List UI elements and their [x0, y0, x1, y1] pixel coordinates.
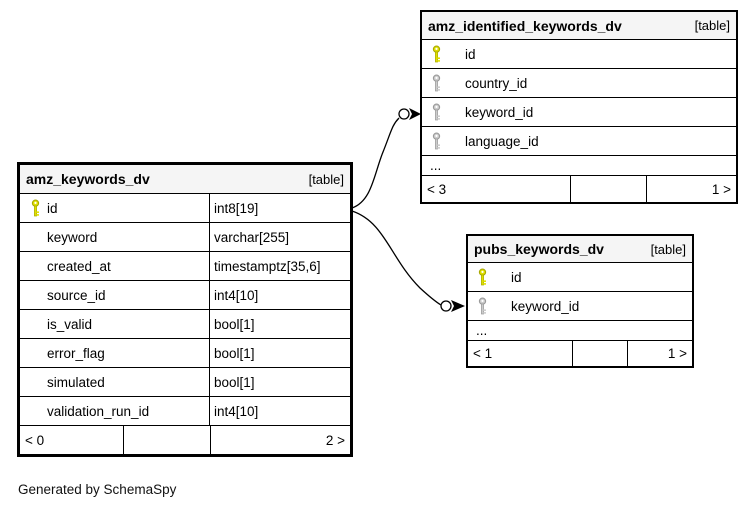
truncation-ellipsis: ...: [468, 321, 692, 341]
column-name: id: [511, 269, 522, 285]
generated-by-note: Generated by SchemaSpy: [18, 482, 177, 497]
column-name: id: [47, 200, 58, 216]
footer-parent-count: < 3: [427, 181, 447, 197]
footer-middle-cell: [572, 341, 627, 366]
fk-connector-pubs-keywords: [351, 210, 442, 306]
primary-key-icon: [31, 199, 40, 217]
column-type: int4[10]: [214, 403, 259, 419]
column-type: int8[19]: [214, 200, 259, 216]
column-row-is_valid: is_valid bool[1]: [20, 310, 350, 339]
table-title[interactable]: amz_identified_keywords_dv: [428, 17, 622, 34]
column-row-language_id: language_id: [422, 127, 736, 156]
column-name: simulated: [47, 374, 105, 390]
column-name: validation_run_id: [47, 403, 150, 419]
column-name: keyword_id: [465, 104, 534, 120]
column-row-source_id: source_id int4[10]: [20, 281, 350, 310]
column-type: bool[1]: [214, 345, 255, 361]
table-header-amz_keywords_dv[interactable]: amz_keywords_dv [table]: [20, 165, 350, 194]
table-badge: [table]: [694, 18, 730, 33]
column-name: language_id: [465, 133, 539, 149]
column-name: keyword: [47, 229, 98, 245]
table-title[interactable]: pubs_keywords_dv: [474, 241, 604, 257]
table-footer: < 0 2 >: [20, 426, 350, 454]
footer-child-count: 2 >: [210, 426, 350, 454]
table-badge: [table]: [650, 241, 686, 257]
column-row-id: id: [468, 263, 692, 292]
footer-parent-count: < 0: [25, 432, 45, 448]
column-row-id: id: [422, 40, 736, 69]
column-row-simulated: simulated bool[1]: [20, 368, 350, 397]
table-badge: [table]: [308, 171, 344, 187]
foreign-key-icon: [432, 132, 441, 150]
fk-endpoint-circle-amz-identified-keywords: [398, 108, 410, 120]
column-row-keyword: keyword varchar[255]: [20, 223, 350, 252]
foreign-key-icon: [478, 297, 487, 315]
column-row-error_flag: error_flag bool[1]: [20, 339, 350, 368]
column-name: error_flag: [47, 345, 105, 361]
primary-key-icon: [478, 268, 487, 286]
table-header-pubs_keywords_dv[interactable]: pubs_keywords_dv [table]: [468, 236, 692, 263]
footer-middle-cell: [123, 426, 210, 454]
table-footer: < 3 1 >: [422, 176, 736, 202]
truncation-ellipsis: ...: [422, 156, 736, 176]
column-row-created_at: created_at timestamptz[35,6]: [20, 252, 350, 281]
foreign-key-icon: [432, 74, 441, 92]
table-title[interactable]: amz_keywords_dv: [26, 171, 150, 187]
column-type: bool[1]: [214, 316, 255, 332]
column-type: timestamptz[35,6]: [214, 258, 321, 274]
column-type: bool[1]: [214, 374, 255, 390]
footer-child-count: 1 >: [627, 341, 692, 366]
footer-child-count: 1 >: [646, 176, 736, 202]
column-row-keyword_id: keyword_id: [468, 292, 692, 321]
column-row-keyword_id: keyword_id: [422, 98, 736, 127]
column-row-validation_run_id: validation_run_id int4[10]: [20, 397, 350, 426]
column-row-country_id: country_id: [422, 69, 736, 98]
primary-key-icon: [432, 45, 441, 63]
column-type: int4[10]: [214, 287, 259, 303]
column-row-id: id int8[19]: [20, 194, 350, 223]
footer-middle-cell: [570, 176, 646, 202]
fk-endpoint-circle-pubs-keywords: [440, 300, 452, 312]
fk-arrowhead-amz-identified-keywords: [409, 108, 421, 120]
column-name: country_id: [465, 75, 528, 91]
column-name: id: [465, 46, 476, 62]
foreign-key-icon: [432, 103, 441, 121]
table-amz_keywords_dv: amz_keywords_dv [table] id int8[19] keyword v…: [17, 162, 353, 457]
footer-parent-count: < 1: [473, 346, 493, 361]
column-name: source_id: [47, 287, 106, 303]
fk-arrowhead-pubs-keywords: [451, 300, 465, 312]
table-amz_identified_keywords_dv: amz_identified_keywords_dv [table] id count…: [420, 10, 738, 204]
column-type: varchar[255]: [214, 229, 290, 245]
table-footer: < 1 1 >: [468, 341, 692, 366]
fk-connector-amz-identified-keywords: [351, 117, 400, 209]
column-name: keyword_id: [511, 298, 580, 314]
table-header-amz_identified_keywords_dv[interactable]: amz_identified_keywords_dv [table]: [422, 12, 736, 40]
column-name: is_valid: [47, 316, 93, 332]
column-name: created_at: [47, 258, 111, 274]
